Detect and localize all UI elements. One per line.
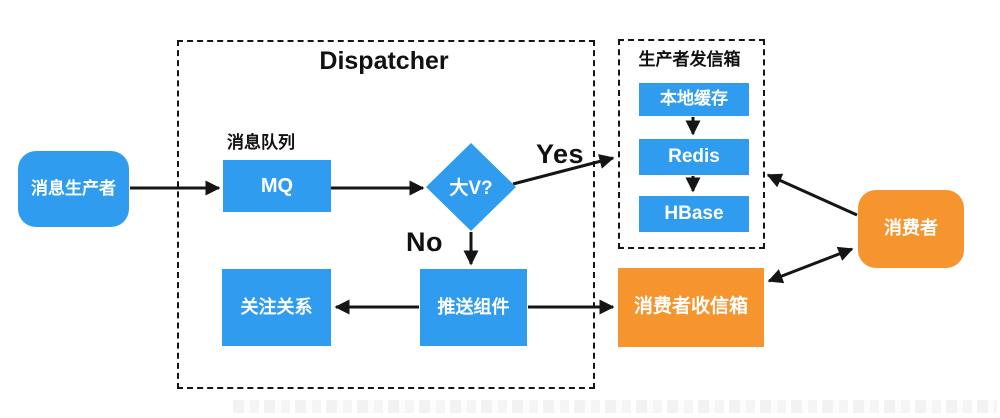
dispatcher-title: Dispatcher bbox=[319, 47, 449, 75]
node-consumer: 消费者 bbox=[858, 190, 964, 268]
node-mq-label: MQ bbox=[260, 175, 294, 197]
arrow-consumer-to-outbox bbox=[766, 173, 858, 217]
no-branch-label: No bbox=[406, 227, 443, 257]
producer-outbox-container bbox=[618, 39, 765, 249]
node-follow-relations-label: 关注关系 bbox=[240, 296, 313, 317]
node-mq: MQ bbox=[223, 160, 331, 212]
node-consumer-inbox-label: 消费者收信箱 bbox=[633, 296, 748, 318]
node-consumer-label: 消费者 bbox=[884, 218, 938, 239]
message-queue-caption: 消息队列 bbox=[227, 133, 295, 152]
node-hbase: HBase bbox=[639, 196, 749, 232]
node-push-component-label: 推送组件 bbox=[437, 296, 510, 317]
yes-branch-label: Yes bbox=[536, 139, 585, 169]
node-push-component: 推送组件 bbox=[420, 269, 527, 346]
node-message-producer-label: 消息生产者 bbox=[31, 178, 116, 198]
producer-outbox-title: 生产者发信箱 bbox=[638, 50, 741, 69]
node-message-producer: 消息生产者 bbox=[18, 151, 129, 227]
node-consumer-inbox: 消费者收信箱 bbox=[618, 268, 764, 347]
node-local-cache: 本地缓存 bbox=[639, 83, 749, 116]
node-hbase-label: HBase bbox=[664, 202, 724, 224]
node-follow-relations: 关注关系 bbox=[222, 269, 331, 346]
node-redis: Redis bbox=[639, 139, 749, 175]
footer-artifact-strip bbox=[233, 400, 997, 413]
node-redis-label: Redis bbox=[668, 145, 720, 167]
node-local-cache-label: 本地缓存 bbox=[660, 89, 728, 109]
arrow-inbox-consumer-bidirectional bbox=[767, 246, 854, 284]
dispatcher-container bbox=[177, 40, 595, 389]
